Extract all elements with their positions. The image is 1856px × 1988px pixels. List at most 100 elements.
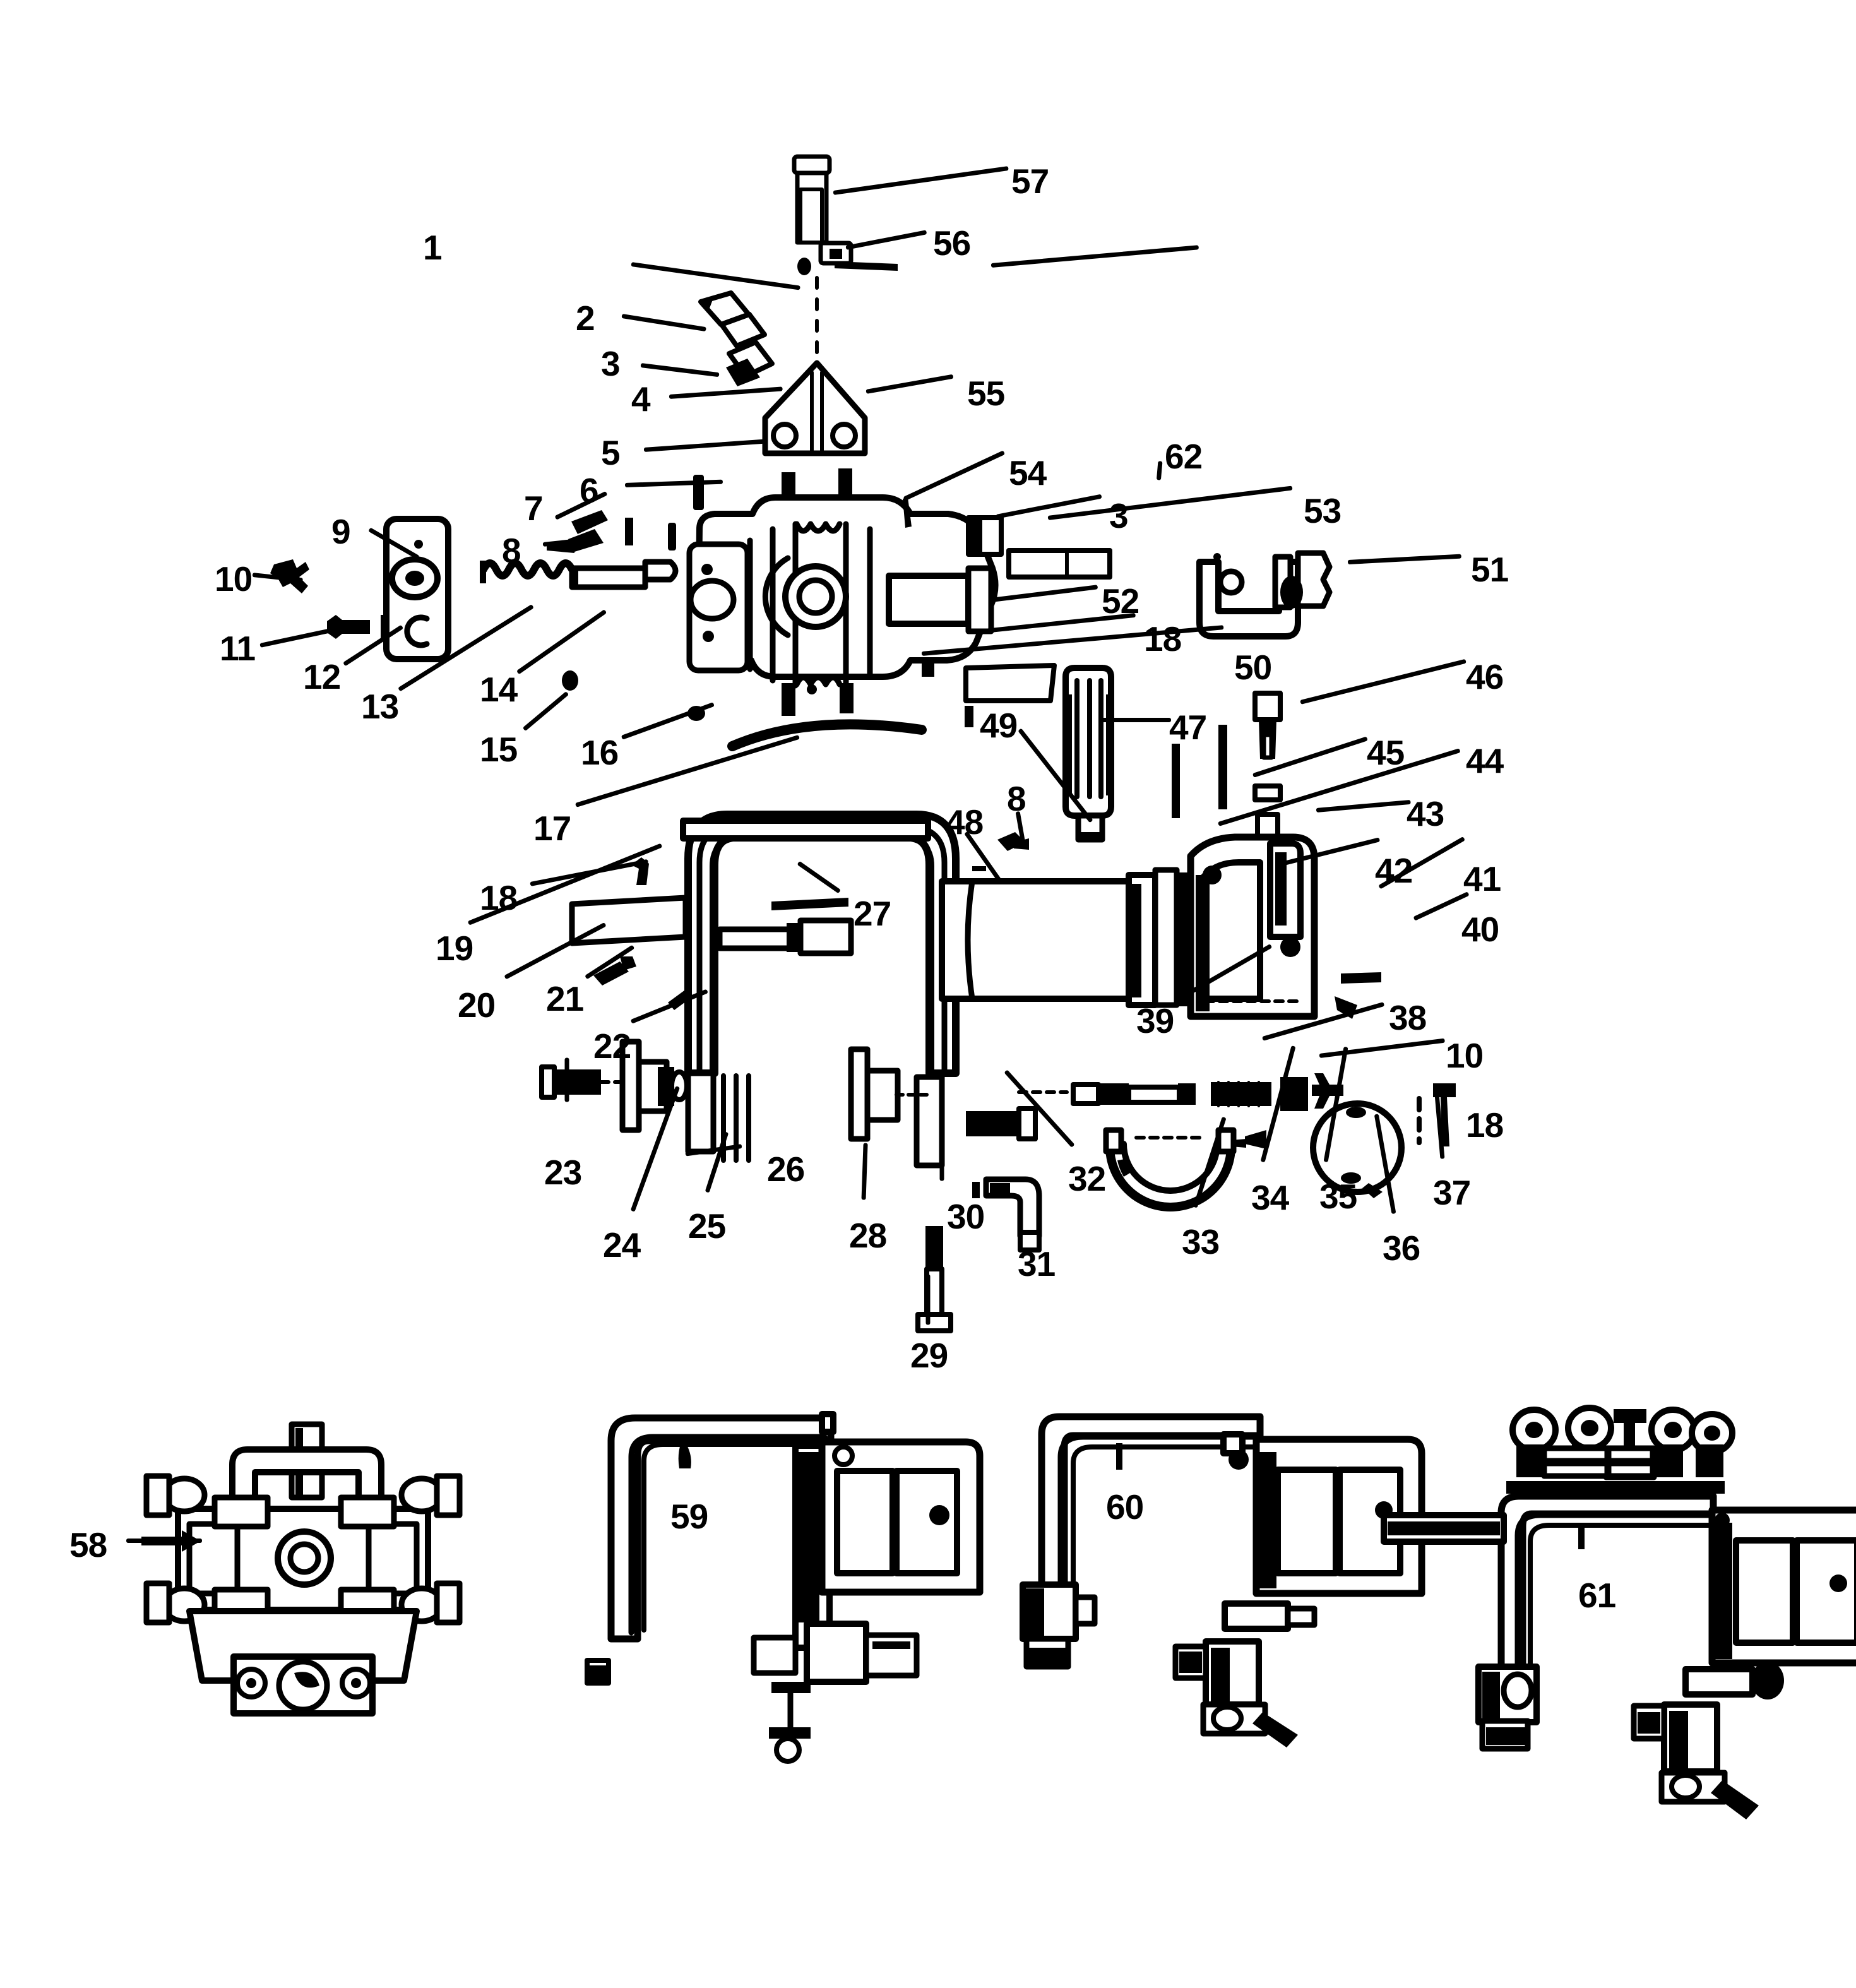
part-47-rod [1172,744,1180,818]
part-30-washer [835,261,898,271]
callout-number-45: 45 [1367,733,1405,772]
callout-number-7: 7 [524,489,544,528]
leader-line [925,1274,931,1325]
callout-number-51: 51 [1471,550,1509,589]
callout-number-8: 8 [1007,779,1026,818]
callout-number-54: 54 [1009,453,1047,492]
callout-number-41: 41 [1463,859,1501,898]
part-52-key [963,663,1057,703]
callout-number-26: 26 [767,1150,805,1189]
part-48-pin [972,866,986,871]
part-34-screw [1231,1130,1266,1149]
callout-number-57: 57 [1011,162,1049,201]
part-15-ball [562,670,578,691]
part-23-bolt [539,1064,633,1100]
callout-number-44: 44 [1466,741,1504,780]
callout-number-12: 12 [303,657,341,696]
part-9-cover-plate [383,516,451,662]
callout-number-28: 28 [849,1216,887,1255]
part-29-long-bolt [915,1226,953,1333]
callout-number-56: 56 [933,223,971,263]
callout-number-8: 8 [502,531,521,570]
callout-number-53: 53 [1304,491,1341,530]
callout-number-19: 19 [436,929,473,968]
callout-number-55: 55 [967,374,1005,413]
callout-number-13: 13 [361,687,399,726]
callout-number-60: 60 [1106,1487,1144,1527]
callout-number-27: 27 [854,894,891,933]
part-46-fitting [1252,691,1283,760]
part-33-half-clamp [1103,1127,1237,1211]
callout-number-3: 3 [601,344,621,383]
part-30b-bolt [966,1106,1038,1141]
callout-number-10: 10 [1446,1036,1484,1075]
callout-number-42: 42 [1375,851,1413,890]
callout-number-34: 34 [1251,1178,1289,1217]
part-13-spring [480,559,576,583]
variant-59-assembly [585,1411,984,1764]
callout-number-48: 48 [946,802,984,842]
callout-number-6: 6 [580,471,599,510]
callout-number-47: 47 [1169,708,1207,747]
callout-number-52: 52 [1102,581,1139,621]
part-21-bolt [593,956,636,985]
part-6-pin [668,523,676,551]
callout-number-18: 18 [1144,619,1182,658]
part-57-bolt [792,154,832,245]
callout-number-32: 32 [1068,1159,1106,1198]
callout-number-39: 39 [1136,1001,1174,1040]
part-14-plunger [569,559,679,590]
part-28-flange [848,1046,930,1142]
part-51-wing-nut [1280,550,1333,609]
callout-number-33: 33 [1182,1222,1220,1261]
callout-number-38: 38 [1389,998,1427,1037]
callout-number-46: 46 [1466,657,1504,696]
part-39-shaft-housing [939,867,1193,1008]
callout-number-61: 61 [1578,1576,1616,1615]
callout-number-10: 10 [215,559,253,598]
callout-number-3: 3 [1109,496,1129,535]
callout-number-20: 20 [458,985,496,1025]
part-2-clevis [698,290,767,348]
callout-number-58: 58 [69,1525,107,1564]
callout-number-36: 36 [1383,1229,1420,1268]
callout-number-2: 2 [576,299,595,338]
callout-number-16: 16 [581,733,619,772]
callout-number-21: 21 [546,979,584,1018]
callout-number-62: 62 [1165,437,1203,476]
part-54-pin [903,497,912,528]
callout-number-40: 40 [1461,910,1499,949]
callout-number-59: 59 [670,1497,708,1536]
callout-number-37: 37 [1433,1173,1471,1212]
callout-number-1: 1 [423,228,443,267]
part-1-ball [797,258,811,275]
callout-number-30: 30 [947,1197,985,1236]
part-45-washer [1252,783,1283,802]
variant-60-assembly [1020,1413,1425,1747]
part-31-elbow [972,1176,1042,1253]
part-12-pin [381,615,388,639]
part-11-screw [327,615,370,639]
part-62-key [1006,548,1112,580]
callout-number-14: 14 [480,670,518,709]
part-20-grip-sleeve [569,895,689,946]
part-3-block [726,340,775,386]
leader-line [126,1539,202,1543]
part-44-rod [1218,725,1227,809]
callout-number-31: 31 [1018,1244,1056,1283]
callout-number-50: 50 [1234,648,1272,687]
callout-number-29: 29 [910,1336,948,1375]
callout-number-11: 11 [220,629,256,668]
callout-number-18: 18 [1466,1105,1504,1145]
leader-line [1102,718,1171,722]
part-10-cotter [1312,1073,1343,1109]
callout-number-49: 49 [980,706,1018,745]
callout-number-4: 4 [631,379,651,419]
variant-61-assembly [1381,1405,1856,1819]
callout-number-35: 35 [1319,1177,1357,1216]
callout-number-15: 15 [480,730,518,769]
part-55-bracket [762,360,868,456]
callout-number-9: 9 [331,512,351,551]
